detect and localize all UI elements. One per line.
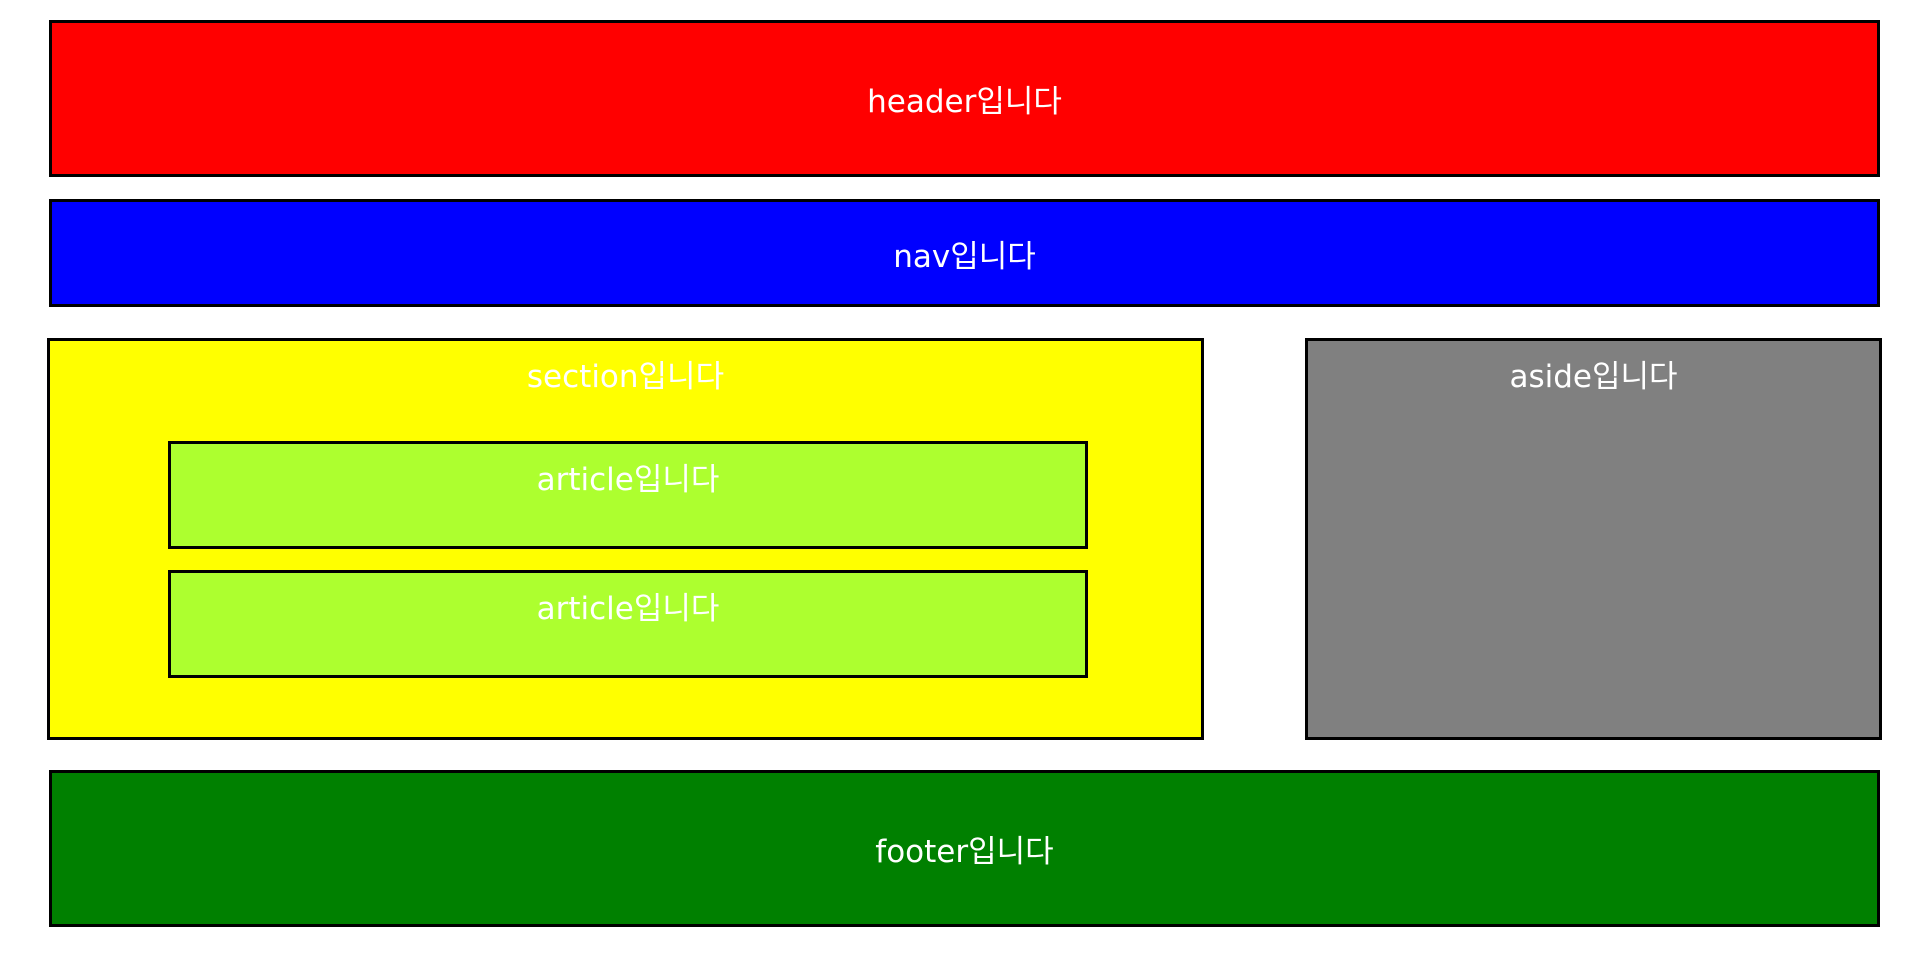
nav-label: nav입니다 (893, 238, 1036, 275)
article-label-2: article입니다 (536, 591, 720, 627)
header-label: header입니다 (867, 84, 1062, 120)
nav-block: nav입니다 (49, 199, 1880, 307)
header-block: header입니다 (49, 20, 1880, 177)
section-label: section입니다 (526, 359, 725, 395)
article-block-1: article입니다 (168, 441, 1088, 549)
aside-block: aside입니다 (1305, 338, 1882, 740)
footer-block: footer입니다 (49, 770, 1880, 927)
article-block-2: article입니다 (168, 570, 1088, 678)
aside-label: aside입니다 (1509, 359, 1678, 395)
section-block: section입니다 article입니다 article입니다 (47, 338, 1204, 740)
article-label-1: article입니다 (536, 462, 720, 498)
footer-label: footer입니다 (875, 834, 1054, 870)
